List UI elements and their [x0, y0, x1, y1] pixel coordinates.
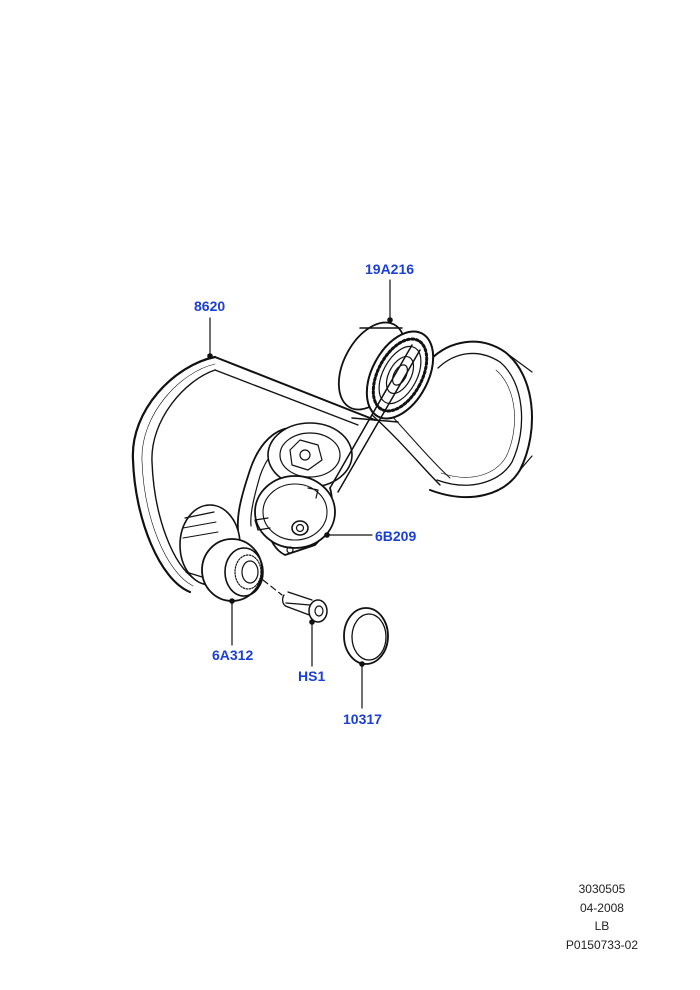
reference-footer: 3030505 04-2008 LB P0150733-02	[566, 880, 638, 954]
footer-date: 04-2008	[579, 900, 624, 915]
drive-belt	[131, 340, 533, 594]
footer-illustration-id: P0150733-02	[565, 937, 638, 952]
callout-bolt: HS1	[298, 668, 326, 684]
callout-crank-pulley: 6A312	[212, 647, 254, 663]
footer-code: 3030505	[578, 882, 626, 896]
idler-pulley	[337, 321, 435, 423]
tensioner	[254, 344, 421, 556]
cap	[343, 607, 389, 665]
callout-belt: 8620	[194, 298, 226, 314]
footer-region: LB	[594, 919, 610, 933]
bolt	[262, 579, 328, 623]
callout-tensioner: 6B209	[375, 528, 417, 544]
crankshaft-pulley	[179, 504, 264, 602]
leader-lines	[207, 279, 393, 709]
callout-idler-pulley: 19A216	[365, 261, 415, 277]
callout-cap: 10317	[343, 711, 382, 727]
